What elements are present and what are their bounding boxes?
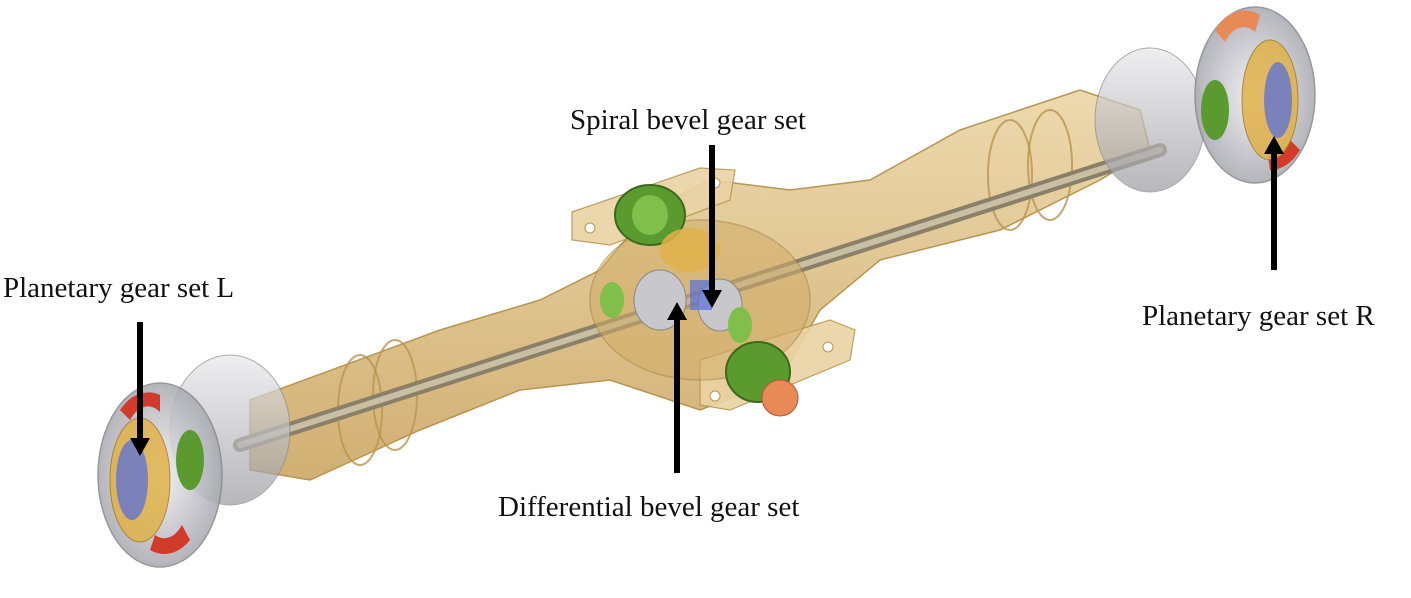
annotation-arrows: [130, 136, 1284, 473]
arrow-differential-bevel: [667, 302, 687, 473]
arrow-planetary-left: [130, 322, 150, 456]
arrow-spiral-bevel: [702, 145, 722, 308]
planetary-gear-right-label: Planetary gear set R: [1142, 300, 1375, 332]
differential-assembly: [589, 184, 811, 417]
right-wheel-end: [1094, 6, 1316, 193]
planetary-gear-left-label: Planetary gear set L: [3, 272, 235, 304]
spiral-bevel-gear-label: Spiral bevel gear set: [570, 104, 806, 136]
arrow-planetary-right: [1264, 136, 1284, 270]
left-wheel-end: [97, 354, 291, 568]
differential-bevel-gear-label: Differential bevel gear set: [498, 491, 800, 523]
